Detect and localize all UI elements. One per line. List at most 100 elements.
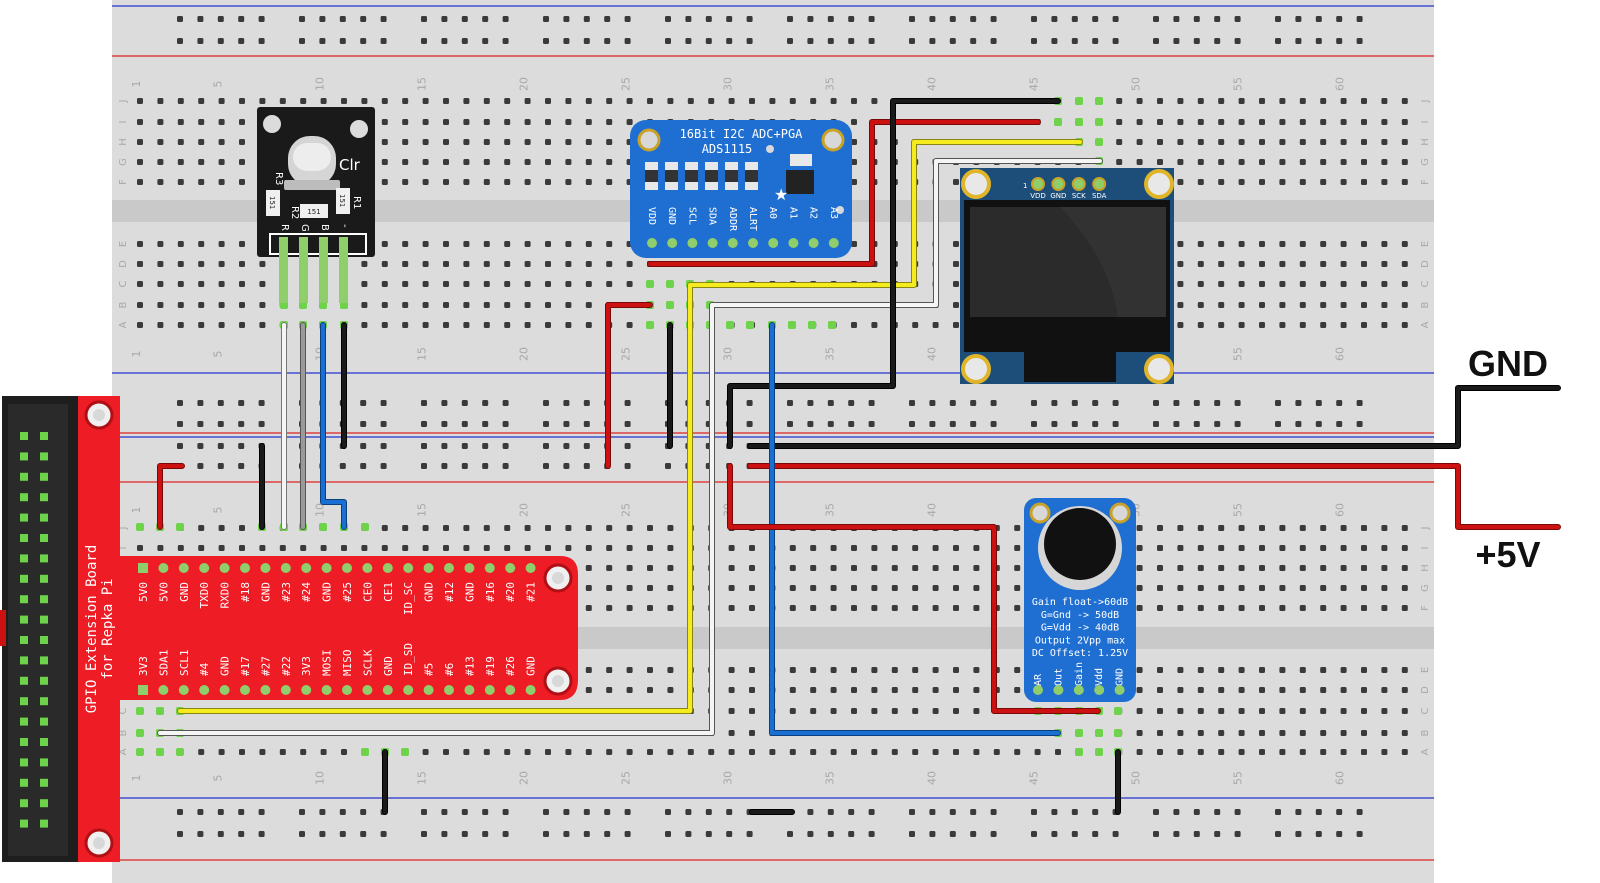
breadboard-hole xyxy=(1320,179,1327,185)
breadboard-hole xyxy=(381,159,388,165)
breadboard-hole xyxy=(1177,565,1184,571)
rail-hole xyxy=(1234,16,1241,22)
column-number: 20 xyxy=(518,77,531,91)
rail-hole xyxy=(1112,400,1119,406)
breadboard-hole xyxy=(1381,749,1388,755)
oled-pin-number-1: 1 xyxy=(1023,182,1027,190)
gpio-bottom-pin-label: #22 xyxy=(280,656,293,676)
column-number: 15 xyxy=(416,347,429,361)
connected-hole xyxy=(136,729,144,737)
rail-hole xyxy=(380,463,387,469)
breadboard-hole xyxy=(483,545,490,551)
breadboard-hole xyxy=(769,98,776,104)
rail-hole xyxy=(1315,400,1322,406)
breadboard-hole xyxy=(749,667,755,673)
breadboard-hole xyxy=(728,585,735,591)
breadboard-hole xyxy=(1340,585,1347,591)
rail-hole xyxy=(461,463,468,469)
header-pin xyxy=(40,799,48,808)
rail-hole xyxy=(1173,421,1180,427)
breadboard-hole xyxy=(422,749,429,755)
breadboard-hole xyxy=(1238,119,1245,125)
rail-hole xyxy=(238,400,245,406)
rail-hole xyxy=(848,400,855,406)
adc-chip xyxy=(786,170,814,194)
header-pin xyxy=(40,717,48,726)
breadboard-hole xyxy=(585,667,592,673)
rail-hole xyxy=(380,38,387,44)
rail-hole xyxy=(238,831,245,837)
mic-note: G=Vdd -> 40dB xyxy=(1041,623,1119,634)
breadboard-hole xyxy=(402,281,409,287)
breadboard-hole xyxy=(137,261,143,267)
breadboard-hole xyxy=(912,545,919,551)
rail-hole xyxy=(685,831,692,837)
gpio-pad xyxy=(280,685,291,695)
wire-red-core xyxy=(748,464,1560,529)
gpio-top-pin-label: RXD0 xyxy=(219,582,232,609)
breadboard-hole xyxy=(157,98,164,104)
rail-hole xyxy=(807,831,814,837)
breadboard-hole xyxy=(932,605,939,611)
rail-hole xyxy=(583,38,590,44)
breadboard-hole xyxy=(1116,98,1123,104)
breadboard-hole xyxy=(851,667,857,673)
rail-hole xyxy=(1336,421,1343,427)
header-pin xyxy=(20,513,28,522)
breadboard-hole xyxy=(443,545,449,551)
breadboard-hole xyxy=(749,730,755,736)
rail-hole xyxy=(1153,831,1159,837)
breadboard-hole xyxy=(1218,565,1225,571)
adc-pin-label: SDA xyxy=(707,207,718,225)
connected-hole xyxy=(156,707,164,715)
breadboard-hole xyxy=(524,322,531,328)
breadboard-hole xyxy=(1279,322,1286,328)
breadboard-hole xyxy=(1299,730,1306,736)
header-pin xyxy=(20,534,28,542)
connected-hole xyxy=(1095,748,1103,756)
breadboard-hole xyxy=(606,749,613,755)
rgb-led-pin xyxy=(279,237,288,303)
connected-hole xyxy=(1095,138,1103,146)
rail-hole xyxy=(421,443,427,449)
mic-pin-label: AR xyxy=(1033,673,1044,686)
rail-hole xyxy=(949,38,956,44)
rail-hole xyxy=(177,16,183,22)
rail-hole xyxy=(1356,400,1363,406)
rail-hole xyxy=(543,421,549,427)
breadboard-hole xyxy=(545,749,551,755)
breadboard-hole xyxy=(851,241,857,247)
rail-hole xyxy=(970,421,977,427)
rail-hole xyxy=(1092,400,1099,406)
breadboard-hole xyxy=(1157,119,1163,125)
rail-hole xyxy=(787,831,793,837)
breadboard-hole xyxy=(1238,302,1245,308)
rail-hole xyxy=(380,400,387,406)
rail-hole xyxy=(1336,809,1343,815)
breadboard-hole xyxy=(1157,565,1163,571)
rail-hole xyxy=(583,421,590,427)
breadboard-hole xyxy=(851,159,857,165)
breadboard-hole xyxy=(810,98,817,104)
breadboard-hole xyxy=(1340,749,1347,755)
breadboard-hole xyxy=(463,749,470,755)
header-pin xyxy=(20,554,28,563)
breadboard-hole xyxy=(953,281,959,287)
connected-hole xyxy=(1054,118,1062,126)
breadboard-hole xyxy=(1279,159,1286,165)
breadboard-hole xyxy=(565,261,572,267)
breadboard-hole xyxy=(851,322,857,328)
breadboard-hole xyxy=(239,545,245,551)
breadboard-hole xyxy=(381,139,388,145)
rail-hole xyxy=(949,16,956,22)
breadboard-hole xyxy=(1238,667,1245,673)
breadboard-hole xyxy=(463,281,470,287)
rail-hole xyxy=(604,38,611,44)
rail-hole xyxy=(990,421,997,427)
header-pin xyxy=(20,452,28,461)
breadboard-hole xyxy=(402,261,409,267)
rail-hole xyxy=(848,421,855,427)
rail-hole xyxy=(827,38,834,44)
